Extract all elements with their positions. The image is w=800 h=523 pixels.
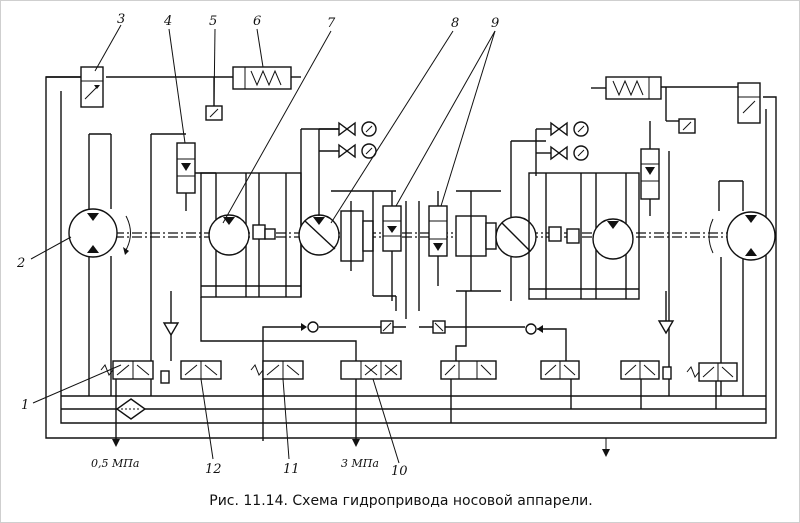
gauges-right bbox=[535, 121, 589, 176]
valve-1 bbox=[100, 360, 154, 380]
valve-center-right bbox=[440, 360, 497, 380]
valve-4 bbox=[150, 133, 216, 396]
pressure-labels: 0,5 МПа 3 МПа bbox=[91, 457, 379, 470]
right-cylinder bbox=[591, 76, 662, 100]
valve-12 bbox=[160, 360, 222, 384]
label-9: 9 bbox=[491, 16, 499, 31]
valve-10 bbox=[340, 360, 402, 380]
gauges-left bbox=[318, 121, 377, 216]
callout-numbers: 3 4 5 6 7 8 9 2 1 12 11 10 bbox=[16, 12, 499, 479]
outer-piping bbox=[45, 76, 777, 457]
pressure-center-label: 3 МПа bbox=[341, 457, 379, 470]
label-10: 10 bbox=[391, 464, 408, 479]
coupling-right bbox=[455, 190, 501, 292]
lower-lines bbox=[61, 379, 766, 441]
valve-11 bbox=[250, 360, 304, 380]
pressure-taps bbox=[112, 439, 360, 447]
right-valve bbox=[737, 82, 761, 124]
valve-right-3 bbox=[686, 362, 738, 382]
label-3: 3 bbox=[117, 12, 125, 27]
left-hydraulic-motor bbox=[68, 133, 131, 396]
right-pump-block bbox=[528, 172, 640, 300]
label-5: 5 bbox=[209, 14, 217, 29]
label-4: 4 bbox=[163, 14, 172, 29]
check-valves bbox=[162, 291, 675, 361]
right-vertical-valve bbox=[640, 121, 670, 396]
middle-manifold bbox=[200, 291, 567, 396]
leader-lines bbox=[30, 24, 496, 464]
pump-7-block bbox=[200, 172, 302, 298]
valve-right-1 bbox=[540, 360, 580, 380]
pump-8 bbox=[298, 128, 341, 297]
valve-9-left bbox=[382, 191, 407, 319]
valve-9-right bbox=[418, 191, 448, 311]
right-pump-diagonal bbox=[495, 140, 546, 301]
filter bbox=[115, 398, 147, 420]
label-2: 2 bbox=[16, 256, 25, 271]
right-pressure-switch bbox=[665, 87, 696, 134]
label-1: 1 bbox=[21, 398, 29, 413]
pressure-left-label: 0,5 МПа bbox=[91, 457, 139, 470]
figure-caption: Рис. 11.14. Схема гидропривода носовой а… bbox=[209, 493, 593, 509]
valve-3 bbox=[80, 66, 104, 108]
label-6: 6 bbox=[253, 14, 261, 29]
label-8: 8 bbox=[451, 16, 459, 31]
label-11: 11 bbox=[283, 462, 300, 477]
valve-right-2 bbox=[620, 360, 672, 380]
label-7: 7 bbox=[327, 16, 336, 31]
cylinder-6 bbox=[232, 66, 292, 90]
label-12: 12 bbox=[205, 462, 222, 477]
